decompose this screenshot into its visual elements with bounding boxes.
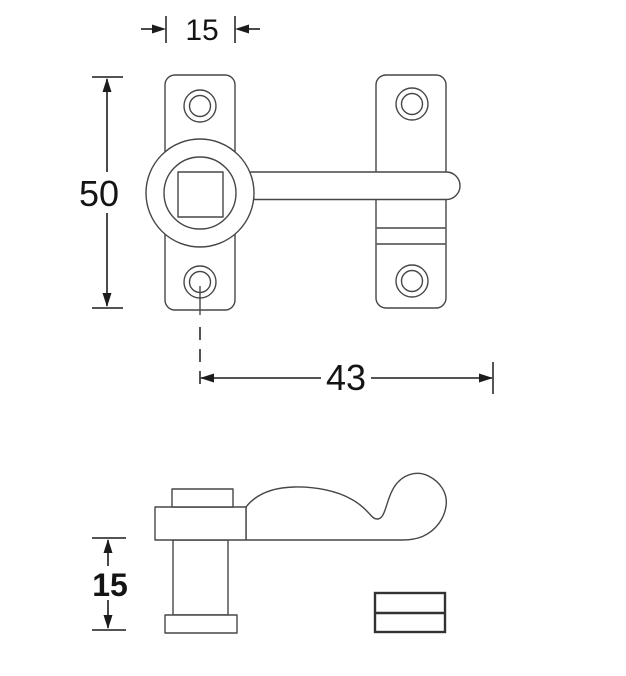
label-background — [321, 359, 371, 396]
dimension-left-height: 50 — [77, 76, 123, 309]
arrowhead-down-icon — [103, 615, 113, 629]
side-post-shaft — [172, 539, 229, 616]
screw-hole-inner — [188, 94, 212, 118]
latch-handle-profile — [245, 472, 447, 541]
screw-hole-left-top — [183, 89, 217, 123]
screw-hole-inner — [400, 92, 424, 116]
arrowhead-down-icon — [102, 293, 112, 307]
dimension-top-width: 15 — [141, 14, 260, 47]
label-background — [90, 566, 131, 600]
screw-hole-outer — [395, 87, 429, 121]
spindle-square-hole — [177, 171, 224, 218]
screw-hole-left-bottom — [183, 265, 217, 299]
side-base-flange — [164, 614, 238, 634]
front-view — [145, 74, 461, 311]
dimension-side-height: 15 — [90, 537, 131, 631]
arrowhead-left-icon — [200, 373, 214, 383]
dimension-label-horizontal-reach: 43 — [326, 357, 366, 398]
rosette-inner-circle — [163, 156, 237, 230]
dimension-label-left-height: 50 — [79, 173, 119, 214]
arrowhead-right-icon — [152, 24, 166, 34]
screw-hole-outer — [395, 264, 429, 298]
arrowhead-up-icon — [102, 78, 112, 92]
screw-hole-right-top — [395, 87, 429, 121]
arrowhead-left-icon — [235, 24, 249, 34]
side-collar — [154, 506, 247, 541]
side-spindle-top — [171, 488, 234, 508]
dimension-label-top-width: 15 — [185, 14, 218, 47]
latch-arm — [231, 171, 461, 201]
arrowhead-up-icon — [103, 539, 113, 553]
screw-hole-right-bottom — [395, 264, 429, 298]
dimension-label-side-height: 15 — [92, 567, 128, 603]
screw-hole-outer — [183, 89, 217, 123]
label-background — [77, 172, 121, 213]
side-view — [154, 472, 447, 634]
screw-hole-inner — [400, 269, 424, 293]
arrowhead-right-icon — [479, 373, 493, 383]
dimension-horizontal-reach: 43 — [199, 286, 494, 398]
rosette-outer-circle — [145, 138, 255, 248]
